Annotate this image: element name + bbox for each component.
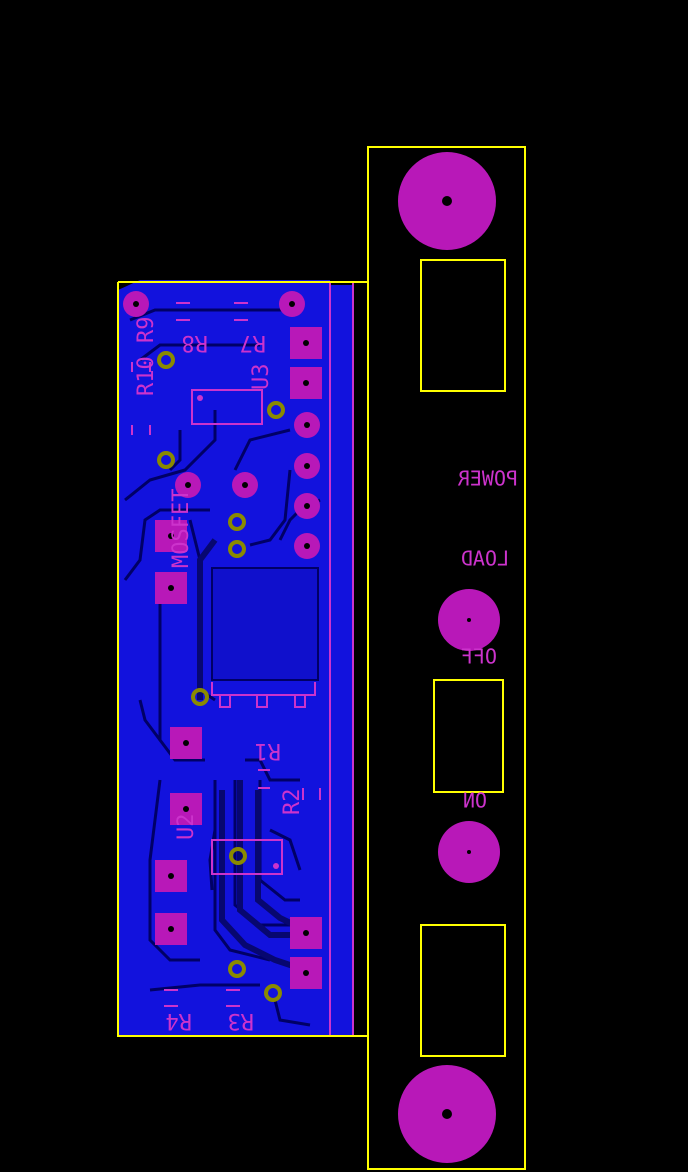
u2-outline [211,839,283,875]
label-u2: U2 [174,814,199,841]
connector-outline [420,924,506,1057]
mounting-hole-top-drill [442,196,452,206]
label-mosfet: MOSFET [169,489,194,568]
label-r10: R10 [134,356,159,396]
u2-pin1-mark [273,863,279,869]
label-r3: R3 [228,1008,255,1033]
u3-outline [191,389,263,425]
label-off: OFF [461,645,497,669]
label-r9: R9 [134,317,159,344]
led-on-drill [467,850,471,854]
mosfet-tab-pad [211,567,319,681]
mosfet-pin-2 [256,694,268,708]
vias [157,351,285,1002]
u3-pin1-mark [197,395,203,401]
board-outline [117,281,368,1037]
label-r2: R2 [280,789,305,816]
main-board: R8 R7 R9 R10 U3 MOSFET R1 R2 U2 R3 R4 [117,280,369,1037]
edge-copper [331,285,352,1035]
silkscreen-labels: R8 R7 R9 R10 U3 MOSFET R1 R2 U2 R3 R4 [134,317,305,1034]
smd-pad-marks [131,302,321,1007]
label-r4: R4 [166,1008,193,1033]
label-r1: R1 [255,738,282,763]
label-u3: U3 [249,364,274,391]
label-r7: R7 [240,330,267,355]
label-load: LOAD [461,547,509,571]
led-off-drill [467,618,471,622]
pad-holes [133,301,310,976]
panel-outline [367,146,526,1170]
panel-board: POWER LOAD OFF ON [367,146,526,1170]
mosfet-pin-1 [219,694,231,708]
label-r8: R8 [182,330,209,355]
label-power: POWER [457,467,518,491]
power-switch-outline [420,259,506,392]
square-pads [155,327,322,989]
label-on: ON [463,789,487,813]
mosfet-pin-3 [294,694,306,708]
mounting-hole-bottom-drill [442,1109,452,1119]
load-switch-outline [433,679,504,793]
